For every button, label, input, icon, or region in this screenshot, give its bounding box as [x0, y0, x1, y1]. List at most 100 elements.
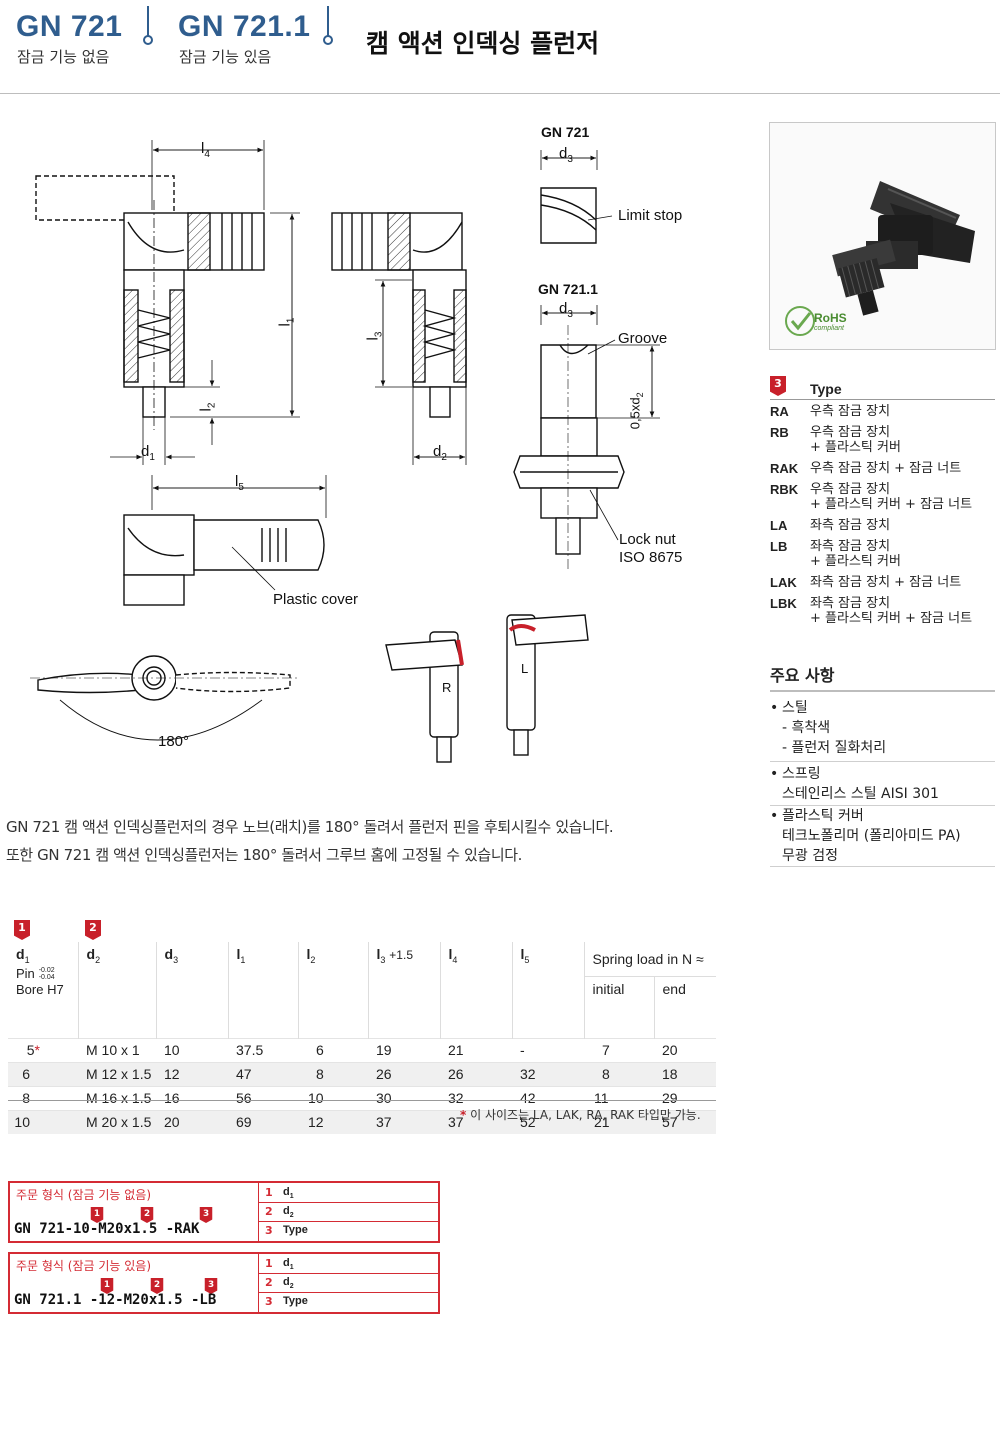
plastic-cover-callout: Plastic cover — [273, 591, 359, 608]
header-divider-dot-1 — [143, 35, 153, 45]
spec-table: d1 Pin -0.02-0.04 Bore H7 d2 d3 l1 l2 l3… — [8, 942, 716, 1134]
note-cover: •플라스틱 커버 테크노폴리머 (폴리아미드 PA) 무광 검정 — [770, 808, 961, 864]
order-example-no-lock: 주문 형식 (잠금 기능 없음) 1 2 3 GN 721-10-M20x1.5… — [8, 1181, 440, 1243]
plunger-photo-icon — [785, 181, 975, 336]
product-code-gn7211: GN 721.1 — [178, 10, 311, 43]
rohs-compliant-label: compliant — [814, 325, 844, 332]
type-code: RA — [770, 404, 789, 419]
dim-d3-b: d3 — [559, 300, 573, 320]
lock-nut-callout: Lock nut — [619, 531, 676, 548]
type-desc: 우측 잠금 장치 + 잠금 너트 — [810, 461, 962, 476]
note-divider — [770, 805, 995, 806]
dim-half-d2: 0,5xd2 — [627, 392, 646, 430]
note-steel: •스틸 - 흑착색 - 플런저 질화처리 — [770, 700, 887, 756]
col-initial-header: initial — [584, 976, 655, 1038]
type-heading: Type — [810, 381, 842, 397]
description-line-1: GN 721 캠 액션 인덱싱플런저의 경우 노브(래치)를 180° 돌려서 … — [6, 818, 614, 836]
notes-heading-rule — [770, 690, 995, 692]
header-divider-dot-2 — [323, 35, 333, 45]
dim-l2: l2 — [197, 402, 218, 412]
dim-d2: d2 — [433, 443, 447, 463]
rohs-label: RoHS — [814, 311, 847, 325]
rotation-180-label: 180° — [158, 733, 190, 750]
order-badge-1: 1 — [100, 1278, 114, 1294]
dim-l1: l1 — [276, 317, 297, 327]
product-sub-gn7211: 잠금 기능 있음 — [179, 48, 272, 66]
limit-stop-callout: Limit stop — [618, 207, 683, 224]
type-desc: 우측 잠금 장치 — [810, 404, 891, 419]
iso-callout: ISO 8675 — [619, 549, 683, 566]
type-desc: 좌측 잠금 장치 + 잠금 너트 — [810, 575, 962, 590]
col-end-header: end — [662, 980, 686, 997]
gn7211-detail-title: GN 721.1 — [538, 281, 598, 297]
type-code: LAK — [770, 575, 797, 590]
col-spring-header: Spring load in N ≈ — [584, 942, 716, 977]
description-line-2: 또한 GN 721 캠 액션 인덱싱플런저는 180° 돌려서 그루브 홈에 고… — [6, 846, 522, 864]
note-divider — [770, 761, 995, 762]
type-desc: 좌측 잠금 장치+ 플라스틱 커버 — [810, 539, 901, 569]
dim-l4: l4 — [201, 140, 210, 160]
col-d1-header: d1 Pin -0.02-0.04 Bore H7 — [8, 942, 79, 1038]
spec-table-bottom-rule — [8, 1100, 716, 1101]
order-code: GN 721-10-M20x1.5 -RAK — [14, 1221, 200, 1237]
order-badge-2: 2 — [150, 1278, 164, 1294]
type-desc: 좌측 잠금 장치 — [810, 518, 891, 533]
note-spring: •스프링 스테인리스 스틸 AISI 301 — [770, 766, 939, 802]
col-l3-header: l3 +1.5 — [368, 942, 441, 1038]
order-badge-3: 3 — [204, 1278, 218, 1294]
product-sub-gn721: 잠금 기능 없음 — [17, 48, 110, 66]
page-title: 캠 액션 인덱싱 플런저 — [366, 29, 600, 58]
col-d3-header: d3 — [156, 942, 229, 1038]
order-title: 주문 형식 (잠금 기능 있음) — [16, 1259, 152, 1273]
col-l4-header: l4 — [440, 942, 513, 1038]
r-label: R — [442, 680, 451, 695]
header-divider-2 — [327, 6, 329, 36]
col-l5-header: l5 — [512, 942, 585, 1038]
col-d2-header: d2 — [78, 942, 157, 1038]
order-badge-1: 1 — [90, 1207, 104, 1223]
order-example-with-lock: 주문 형식 (잠금 기능 있음) 1 2 3 GN 721.1 -12-M20x… — [8, 1252, 440, 1314]
dim-d1: d1 — [141, 443, 155, 463]
technical-drawing: R L — [30, 140, 660, 763]
spec-header-row: d1 Pin -0.02-0.04 Bore H7 d2 d3 l1 l2 l3… — [8, 942, 716, 1038]
order-title: 주문 형식 (잠금 기능 없음) — [16, 1188, 152, 1202]
type-code: RAK — [770, 461, 799, 476]
dim-l5: l5 — [235, 473, 244, 493]
type-heading-rule — [770, 399, 995, 400]
type-code: LB — [770, 539, 788, 554]
dim-l3: l3 — [364, 331, 385, 341]
type-code: RBK — [770, 482, 799, 497]
order-badge-3: 3 — [199, 1207, 213, 1223]
note-divider — [770, 866, 995, 867]
spec-footnote: * 이 사이즈는 LA, LAK, RA, RAK 타입만 가능. — [460, 1108, 701, 1122]
product-photo: RoHS compliant — [769, 122, 996, 350]
type-desc: 우측 잠금 장치+ 플라스틱 커버 — [810, 425, 901, 455]
type-desc: 우측 잠금 장치+ 플라스틱 커버 + 잠금 너트 — [810, 482, 973, 512]
spec-badge-2: 2 — [85, 920, 101, 940]
groove-callout: Groove — [618, 330, 668, 347]
notes-heading: 주요 사항 — [770, 666, 835, 685]
type-code: RB — [770, 425, 789, 440]
order-badge-2: 2 — [140, 1207, 154, 1223]
type-badge: 3 — [770, 376, 786, 396]
l-label: L — [521, 661, 528, 676]
col-l1-header: l1 — [228, 942, 299, 1038]
type-desc: 좌측 잠금 장치+ 플라스틱 커버 + 잠금 너트 — [810, 596, 973, 626]
product-code-gn721: GN 721 — [16, 10, 123, 43]
spec-badge-1: 1 — [14, 920, 30, 940]
header-divider-1 — [147, 6, 149, 36]
type-code: LBK — [770, 596, 797, 611]
type-code: LA — [770, 518, 788, 533]
order-code: GN 721.1 -12-M20x1.5 -LB — [14, 1292, 217, 1308]
dim-d3-a: d3 — [559, 145, 573, 165]
header-rule — [0, 93, 1000, 94]
col-l2-header: l2 — [298, 942, 369, 1038]
gn721-detail-title: GN 721 — [541, 124, 590, 140]
spec-subheader-row: initial end — [8, 976, 716, 1038]
